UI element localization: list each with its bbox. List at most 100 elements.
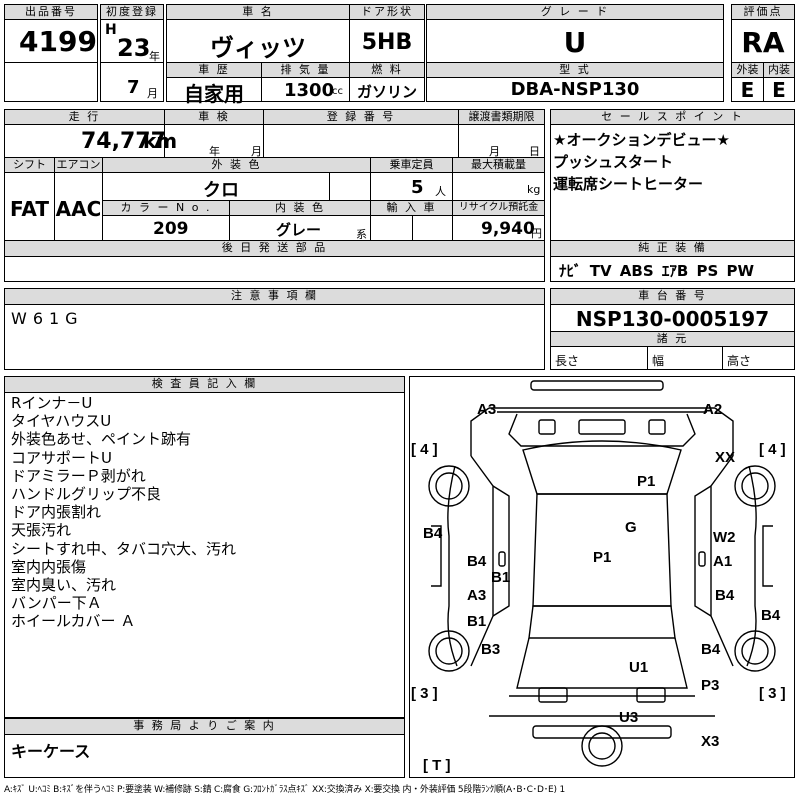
mark-x3: X3 [701, 733, 719, 750]
width-box: 幅 [647, 346, 723, 370]
model-box: DBA-NSP130 [426, 77, 724, 102]
mark-xx: XX [715, 449, 735, 466]
car-name-label: 車 名 [166, 4, 350, 20]
first-reg-label: 初度登録 [100, 4, 164, 20]
inspector-line-9: シートすれ中、タバコ穴大、汚れ [11, 539, 237, 558]
sales-point-box: ★オークションデビュー★ プッシュスタート 運転席シートヒーター [550, 124, 795, 241]
interior-box: E [763, 77, 795, 102]
color-label: 外 装 色 [102, 157, 371, 173]
import-label: 輸 入 車 [370, 200, 453, 216]
inspector-line-12: バンパー下Ａ [11, 594, 102, 613]
color-extra-box [329, 172, 371, 201]
mark-a1: A1 [713, 553, 732, 570]
first-reg-month-box: 7 月 [100, 62, 164, 102]
door-label: ドア形状 [349, 4, 425, 20]
office-text: キーケース [11, 742, 91, 761]
model-label: 型 式 [426, 62, 724, 78]
month-unit: 月 [147, 87, 158, 100]
mark-b1-lower: B1 [467, 613, 486, 630]
mileage: 74,777 [81, 129, 166, 154]
mark-b1-upper: B1 [491, 569, 510, 586]
mark-b4-right-rear: B4 [715, 587, 735, 604]
office-box: キーケース [4, 734, 405, 778]
chassis-label: 車 台 番 号 [550, 288, 795, 305]
width-label: 幅 [652, 354, 665, 368]
car-diagram: A3 A2 XX P1 G W2 A1 B4 P1 B1 A3 B1 B4 B4… [411, 380, 786, 774]
interior-color-box: グレー 系 [229, 215, 371, 241]
inspection-label: 車 検 [164, 109, 264, 125]
history-label: 車 歴 [166, 62, 262, 78]
recycle-box: 9,940 円 [452, 215, 545, 241]
mark-b4-right-lower: B4 [701, 641, 721, 658]
displacement-label: 排 気 量 [261, 62, 350, 78]
later-parts-label: 後 日 発 送 部 品 [4, 240, 545, 257]
sales-point-2: プッシュスタート [553, 153, 674, 171]
displacement-unit: cc [332, 86, 343, 97]
chassis-box: NSP130-0005197 [550, 304, 795, 332]
reg-month: 7 [127, 77, 140, 98]
inspector-line-13: ホイールカバー Ａ [11, 612, 136, 631]
inspector-label: 検 査 員 記 入 欄 [4, 376, 405, 393]
shift-box: FAT [4, 172, 55, 241]
history-box: 自家用 [166, 77, 262, 106]
mark-w2: W2 [713, 529, 736, 546]
tire-front-left: [ 4 ] [411, 441, 438, 458]
length-box: 長さ [550, 346, 648, 370]
tire-rear-left: [ 3 ] [411, 685, 438, 702]
aircon: AAC [55, 197, 102, 221]
mark-u1: U1 [629, 659, 648, 676]
mark-b3: B3 [481, 641, 500, 658]
fuel: ガソリン [356, 83, 417, 101]
recycle-unit: 円 [531, 227, 542, 240]
load-label: 最大積載量 [452, 157, 545, 173]
import-box-2 [412, 215, 453, 241]
tire-rear-right: [ 3 ] [759, 685, 786, 702]
inspector-line-8: 天張汚れ [11, 521, 72, 540]
interior-color: グレー [276, 221, 322, 239]
deadline-day: 日 [529, 145, 540, 158]
registration-label: 登 録 番 号 [263, 109, 459, 125]
color-number-box: 209 [102, 215, 230, 241]
interior-color-label: 内 装 色 [229, 200, 371, 216]
mark-a2: A2 [703, 401, 722, 418]
equipment: ﾅﾋﾞ TV ABS ｴｱB PS PW [559, 262, 755, 280]
lot-number: 4199 [19, 25, 97, 58]
inspector-line-10: 室内内張傷 [11, 557, 87, 576]
equipment-box: ﾅﾋﾞ TV ABS ｴｱB PS PW [550, 256, 795, 282]
spec-label: 諸 元 [550, 331, 795, 347]
length-label: 長さ [555, 354, 580, 368]
lot-number-label: 出品番号 [4, 4, 98, 20]
import-box-1 [370, 215, 413, 241]
displacement-box: 1300 cc [261, 77, 350, 102]
mark-a3-side: A3 [467, 587, 486, 604]
deadline-box: 月 日 [458, 124, 545, 158]
mark-u3: U3 [619, 709, 638, 726]
inspector-line-3: 外装色あせ、ペイント跡有 [11, 430, 192, 449]
lot-number-box: 4199 [4, 19, 98, 63]
mark-b4-right-edge: B4 [761, 607, 781, 624]
grade-box: U [426, 19, 724, 63]
car-name-box: ヴィッツ [166, 19, 350, 63]
seats-unit: 人 [435, 185, 446, 198]
fuel-box: ガソリン [349, 77, 425, 102]
notes-text: W61G [11, 309, 84, 328]
seats: 5 [411, 177, 424, 198]
inspector-line-2: タイヤハウスU [11, 412, 112, 431]
color: クロ [203, 180, 239, 201]
inspection-month-unit: 月 [251, 145, 262, 158]
color-number: 209 [153, 219, 189, 239]
history: 自家用 [184, 82, 244, 106]
exterior-box: E [731, 77, 764, 102]
deadline-label: 譲渡書類期限 [458, 109, 545, 125]
mark-g: G [625, 519, 637, 536]
mark-a3-front: A3 [477, 401, 496, 418]
inspector-box: Rインナ－U タイヤハウスU 外装色あせ、ペイント跡有 コアサポートU ドアミラ… [4, 392, 405, 718]
notes-box: W61G [4, 304, 545, 370]
mark-p3: P3 [701, 677, 719, 694]
color-box: クロ [102, 172, 330, 201]
inspector-line-1: Rインナ－U [11, 394, 93, 412]
mark-b4-left-front: B4 [467, 553, 487, 570]
later-parts-box [4, 256, 545, 282]
exterior-label: 外装 [731, 62, 764, 78]
registration-box [263, 124, 459, 158]
